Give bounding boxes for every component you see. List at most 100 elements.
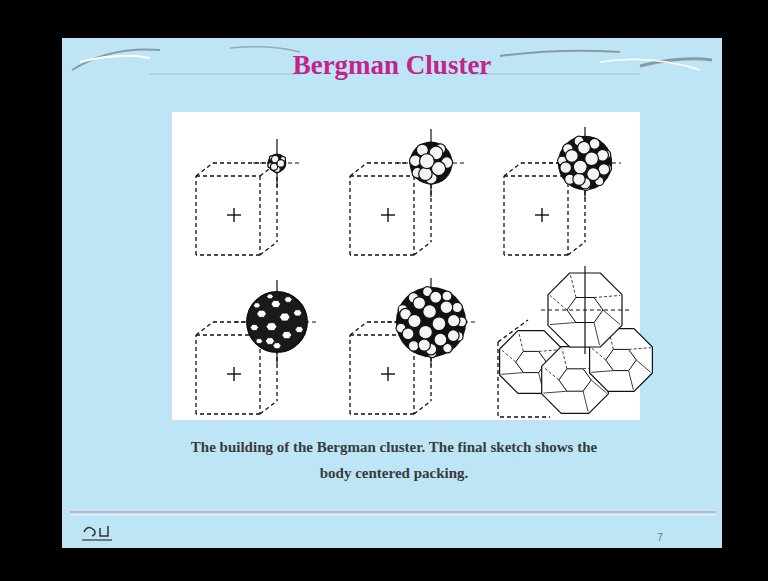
polyhedron-edge [550,322,576,324]
cage-cell [284,297,292,303]
sketch-cell [504,127,621,255]
polyhedron-face [559,369,591,391]
atom-ball [573,173,585,185]
sketch-cell [196,139,301,255]
atom-ball [408,341,419,352]
title-holder: Bergman Cluster [62,50,722,81]
center-cross [387,208,388,222]
atom-ball [587,168,600,181]
cluster-core [558,136,612,190]
polyhedron-edge [501,373,523,375]
cube-edge [196,254,260,255]
footer-rule [70,515,716,516]
cube-edge [350,254,414,255]
sketch-cell [350,278,475,414]
atom-ball [418,339,430,351]
slide-title: Bergman Cluster [62,50,722,81]
atom-ball [565,150,578,163]
cube-edge [567,176,568,255]
atom-ball [277,160,285,168]
decor-rule [150,74,300,75]
cube-edge [350,175,414,176]
axis-line [541,309,629,310]
decor-rule [470,74,640,75]
cage-cell [273,343,281,349]
cluster-core [410,142,453,185]
cube-edge [414,242,431,255]
cluster-core [396,287,466,357]
polyhedron-edge [591,348,606,360]
polyhedron-edge [519,332,524,351]
decor-swoosh [80,56,150,62]
cube-edge [350,163,367,176]
page-number: 7 [640,532,680,543]
cube-edge [260,163,277,176]
polyhedron-edge [594,295,620,297]
polyhedron-edge [591,371,613,373]
polyhedron-edge [583,391,588,411]
decor-swoosh [500,51,620,56]
cage-cell [257,310,267,317]
cage-cell [295,327,303,333]
cube-edge [504,254,568,255]
cage-cell [293,310,302,316]
atom-ball [434,333,447,346]
atom-ball [452,302,462,312]
center-atom [268,154,286,172]
center-cross [233,208,234,222]
cube-edge [196,322,213,335]
center-cross [233,367,234,381]
atom-ball [419,154,434,169]
cube-edge [349,335,350,414]
atom-ball [419,325,433,339]
cube-edge [350,322,367,335]
atom-ball [430,291,442,303]
cage-cell [282,331,292,338]
cage-cell [250,324,258,330]
polyhedron-edge [570,275,576,298]
atom-ball [408,314,421,327]
polyhedron-edge [501,350,516,362]
polyhedron-edge [550,295,567,310]
polyhedron-edge [629,371,634,390]
center-cross [541,208,542,222]
cage-cell [267,294,274,299]
atom-ball [442,291,452,301]
cube-edge [260,401,277,414]
cube-edge [196,163,213,176]
atom-ball [423,305,437,319]
cage-outline [247,292,307,352]
cube-edge [196,413,260,414]
atom-ball [447,330,459,342]
sketch-cell [350,129,465,255]
polyhedron-face [606,349,637,370]
cage-cell [266,323,277,331]
cube-edge [350,413,414,414]
cage-cell [271,301,281,308]
cube-edge [195,335,196,414]
image-panel [172,112,640,420]
cube-edge [413,176,414,255]
atom-ball [432,317,446,331]
cube-edge [196,175,260,176]
cage-cell [253,303,260,308]
atom-ball [419,167,432,180]
caption-holder: The building of the Bergman cluster. The… [174,434,614,486]
decor-swoosh [72,49,160,70]
cube-edge [503,176,504,255]
decor-swoosh [600,59,700,70]
cube-edge [504,175,568,176]
footer-rule [70,511,716,513]
cage-shell [247,292,307,352]
slide-ground [62,38,722,548]
polyhedron-edge [543,367,558,380]
footer-logo [82,526,112,540]
polyhedron-edge [594,322,600,345]
sketch-cell [498,266,652,417]
cube-edge [260,242,277,255]
cube-edge [568,242,585,255]
cube-edge [349,176,350,255]
polyhedron-edge [629,348,651,350]
